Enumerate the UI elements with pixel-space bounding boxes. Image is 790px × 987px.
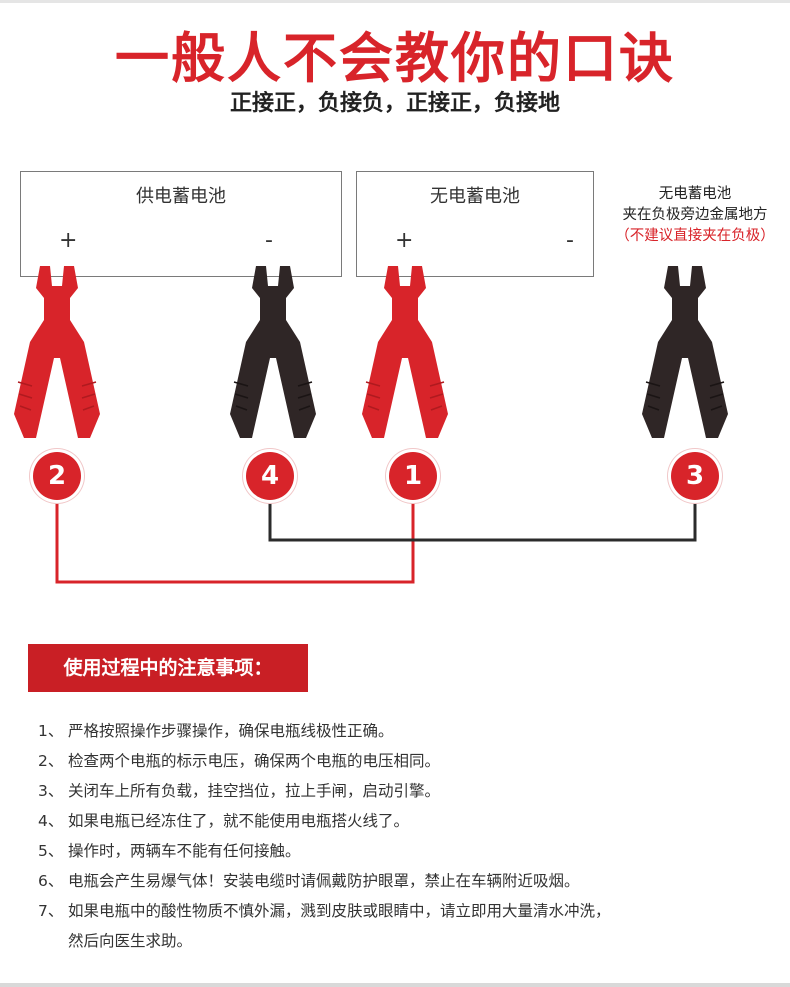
ground-note-line1: 无电蓄电池 bbox=[658, 186, 732, 202]
notes-list: 1、严格按照操作步骤操作，确保电瓶线极性正确。 2、检查两个电瓶的标示电压，确保… bbox=[38, 716, 778, 956]
supply-battery-positive: + bbox=[59, 228, 78, 253]
ground-point-note: 无电蓄电池 夹在负极旁边金属地方 （不建议直接夹在负极） bbox=[600, 184, 790, 247]
list-item: 2、检查两个电瓶的标示电压，确保两个电瓶的电压相同。 bbox=[38, 752, 441, 770]
bottom-divider bbox=[0, 983, 790, 987]
dead-battery-negative: - bbox=[566, 228, 574, 253]
red-clamp-supply bbox=[14, 266, 100, 438]
red-clamp-dead bbox=[362, 266, 448, 438]
ground-note-warning: （不建议直接夹在负极） bbox=[615, 228, 775, 244]
step-badge-3: 3 bbox=[671, 452, 719, 500]
supply-battery: 供电蓄电池 + - bbox=[20, 171, 342, 277]
black-cable bbox=[268, 500, 697, 542]
ground-note-line2: 夹在负极旁边金属地方 bbox=[622, 207, 768, 223]
step-badge-1: 1 bbox=[389, 452, 437, 500]
notes-heading: 使用过程中的注意事项： bbox=[28, 644, 308, 692]
top-divider bbox=[0, 0, 790, 3]
list-item: 5、操作时，两辆车不能有任何接触。 bbox=[38, 842, 301, 860]
red-cable bbox=[55, 500, 415, 584]
page-subtitle: 正接正，负接负，正接正，负接地 bbox=[229, 91, 560, 116]
list-item: 1、严格按照操作步骤操作，确保电瓶线极性正确。 bbox=[38, 722, 394, 740]
black-clamp-supply bbox=[230, 266, 316, 438]
supply-battery-label: 供电蓄电池 bbox=[136, 186, 226, 207]
list-item: 7、如果电瓶中的酸性物质不慎外漏，溅到皮肤或眼睛中，请立即用大量清水冲洗， bbox=[38, 902, 611, 920]
list-item-continuation: 然后向医生求助。 bbox=[68, 932, 193, 950]
step-badge-2: 2 bbox=[33, 452, 81, 500]
dead-battery-positive: + bbox=[395, 228, 414, 253]
dead-battery: 无电蓄电池 + - bbox=[356, 171, 594, 277]
list-item: 6、电瓶会产生易爆气体！安装电缆时请佩戴防护眼罩，禁止在车辆附近吸烟。 bbox=[38, 872, 580, 890]
dead-battery-label: 无电蓄电池 bbox=[430, 186, 520, 207]
step-badge-4: 4 bbox=[246, 452, 294, 500]
supply-battery-negative: - bbox=[265, 228, 273, 253]
list-item: 4、如果电瓶已经冻住了，就不能使用电瓶搭火线了。 bbox=[38, 812, 410, 830]
page-title: 一般人不会教你的口诀 bbox=[115, 27, 675, 90]
list-item: 3、关闭车上所有负载，挂空挡位，拉上手闸，启动引擎。 bbox=[38, 782, 441, 800]
black-clamp-ground bbox=[642, 266, 728, 438]
